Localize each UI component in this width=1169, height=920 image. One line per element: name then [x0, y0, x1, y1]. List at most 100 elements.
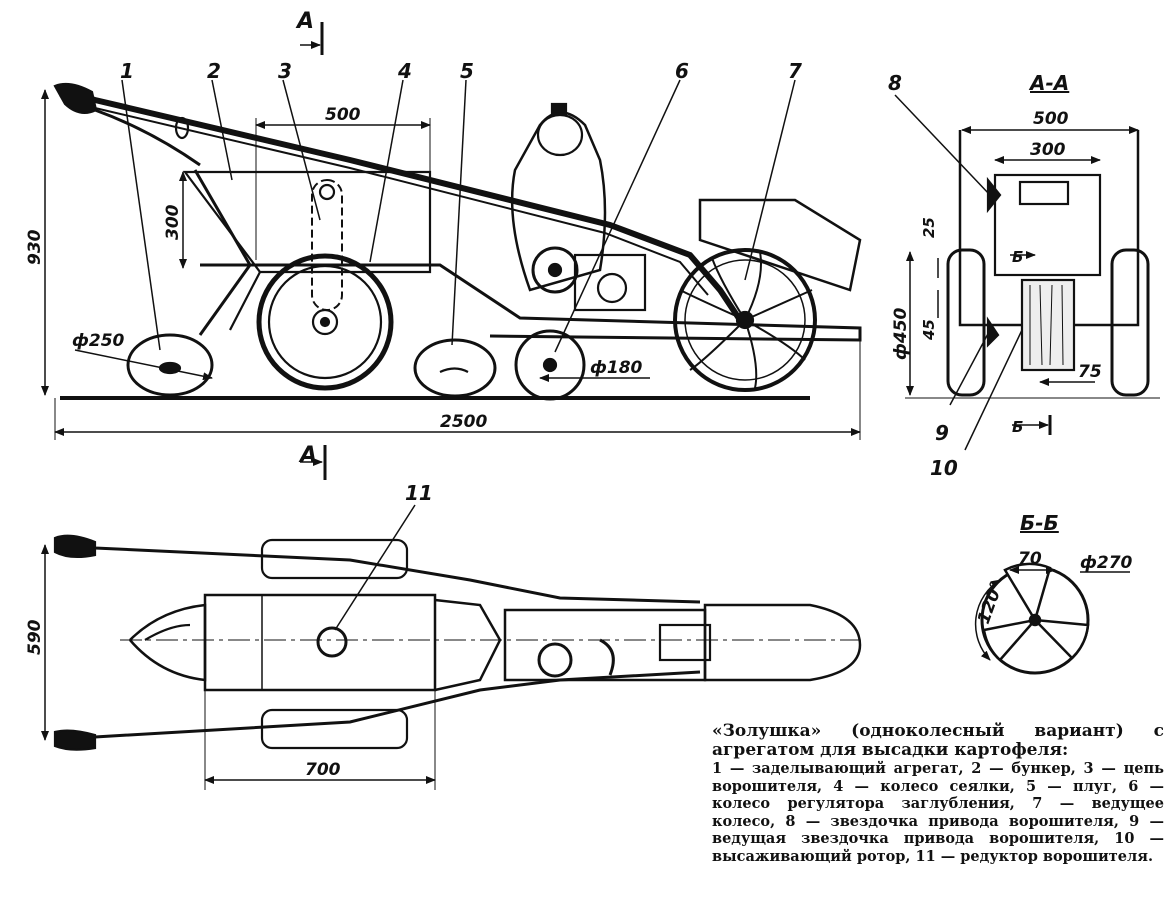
callout-4: 4 — [397, 59, 412, 83]
leader-8 — [894, 94, 991, 196]
stirrer-chain — [311, 179, 343, 311]
handle-clamp — [174, 116, 190, 140]
dim-300: 300 — [163, 204, 183, 240]
front-view-labels: А-А 500 300 25 45 ф450 75 8 9 10 Б Б — [888, 71, 1102, 480]
callout-7: 7 — [788, 59, 802, 83]
front-view — [894, 94, 1160, 451]
dim-180: ф180 — [590, 358, 643, 378]
fuel-cap — [550, 102, 568, 116]
callout-9: 9 — [935, 421, 949, 445]
engine-flywheel-hub — [547, 262, 563, 278]
depth-regulator-hub — [542, 357, 558, 373]
front-hopper — [993, 173, 1102, 277]
dim-930: 930 — [25, 229, 45, 265]
covering-disk — [126, 333, 214, 397]
top-plough — [434, 598, 502, 692]
top-covering-unit — [129, 603, 207, 682]
arc-120 — [974, 579, 1001, 661]
caption-title: «Золушка» (одноколесный вариант) с агрег… — [712, 721, 1164, 760]
engine-flywheel — [531, 246, 579, 294]
engine-tank — [510, 111, 607, 292]
chain-sprocket — [318, 183, 336, 201]
dim-aa-75: 75 — [1078, 362, 1102, 382]
callout-3: 3 — [278, 59, 292, 83]
dim-700: 700 — [305, 760, 341, 780]
dim-aa-45: 45 — [920, 319, 938, 341]
main-frame — [200, 263, 862, 342]
callout-2: 2 — [207, 59, 221, 83]
rotor-hatch — [1029, 284, 1064, 366]
top-engine-tank — [703, 603, 862, 682]
section-label-top: А — [295, 9, 314, 34]
top-engine-flywheel — [537, 642, 573, 678]
top-grip-lower — [53, 729, 97, 751]
top-handle-upper — [54, 541, 701, 604]
side-view-labels: 1 2 3 4 5 6 7 А А 500 300 930 2500 ф250 … — [25, 9, 802, 468]
frame-strut-2 — [198, 264, 252, 336]
top-hopper — [203, 593, 437, 692]
top-view-labels: 11 590 700 — [25, 481, 433, 780]
top-gearbox — [658, 623, 712, 662]
top-covering-tine — [144, 623, 191, 641]
dim-bb-270: ф270 — [1080, 553, 1133, 573]
top-wheel-lower — [260, 708, 409, 750]
dim-bb-120: 120° — [974, 579, 1008, 627]
depth-regulator-wheel — [514, 329, 586, 401]
drive-wheel-rim — [684, 259, 806, 381]
side-view — [41, 22, 862, 480]
front-hopper-gear — [1018, 180, 1070, 206]
dim-aa-500: 500 — [1033, 109, 1069, 129]
callout-5: 5 — [460, 59, 474, 83]
section-bb-title: Б-Б — [1020, 511, 1059, 535]
callout-1: 1 — [120, 59, 134, 83]
dim-aa-450: ф450 — [891, 307, 911, 360]
figure-caption: «Золушка» (одноколесный вариант) с агрег… — [712, 722, 1164, 865]
top-view — [41, 504, 862, 790]
rotor-cup-2 — [1031, 618, 1090, 660]
seeder-wheel-rim — [267, 264, 383, 380]
dim-aa-25: 25 — [920, 217, 938, 238]
rotor-cup-1 — [1003, 562, 1052, 624]
section-aa-title: А-А — [1028, 71, 1069, 95]
drive-wheel-hub — [735, 310, 755, 330]
dim-500: 500 — [325, 105, 361, 125]
top-spring — [599, 638, 615, 676]
front-right-wheel — [1110, 248, 1150, 397]
dim-590: 590 — [25, 619, 45, 655]
hopper-leg — [229, 271, 261, 331]
dim-bb-70: 70 — [1018, 549, 1042, 569]
callout-8: 8 — [888, 71, 902, 95]
seeder-wheel-axle — [319, 316, 331, 328]
plough-disk — [413, 338, 497, 398]
leader-1 — [121, 79, 161, 351]
plough-mark — [439, 367, 469, 374]
dim-2500: 2500 — [440, 412, 487, 432]
engine-block — [573, 253, 647, 312]
drive-wheel — [673, 248, 817, 392]
top-wheel-upper — [260, 538, 409, 580]
rear-box — [698, 198, 862, 292]
leader-5 — [451, 79, 467, 346]
caption-legend: 1 — заделывающий агрегат, 2 — бункер, 3 … — [712, 760, 1164, 865]
handle-lever — [94, 108, 201, 167]
top-grip-upper — [53, 534, 97, 559]
leader-11 — [334, 504, 416, 631]
dim-aa-300: 300 — [1030, 140, 1066, 160]
leader-7 — [744, 79, 796, 281]
front-left-wheel — [946, 248, 986, 397]
fuel-cap-body — [536, 113, 584, 157]
callout-11: 11 — [405, 481, 433, 505]
rotor-axle — [1028, 613, 1042, 627]
dim-250: ф250 — [72, 331, 125, 351]
leader-9 — [949, 329, 991, 406]
sprocket-8 — [986, 176, 1002, 214]
b-label-bottom: Б — [1012, 418, 1023, 436]
section-label-bottom: А — [298, 443, 317, 468]
handle-grip — [53, 82, 98, 115]
callout-6: 6 — [675, 59, 689, 83]
section-bb — [974, 562, 1130, 675]
b-label-top: Б — [1012, 248, 1023, 266]
callout-10: 10 — [930, 456, 958, 480]
leader-4 — [369, 79, 404, 263]
